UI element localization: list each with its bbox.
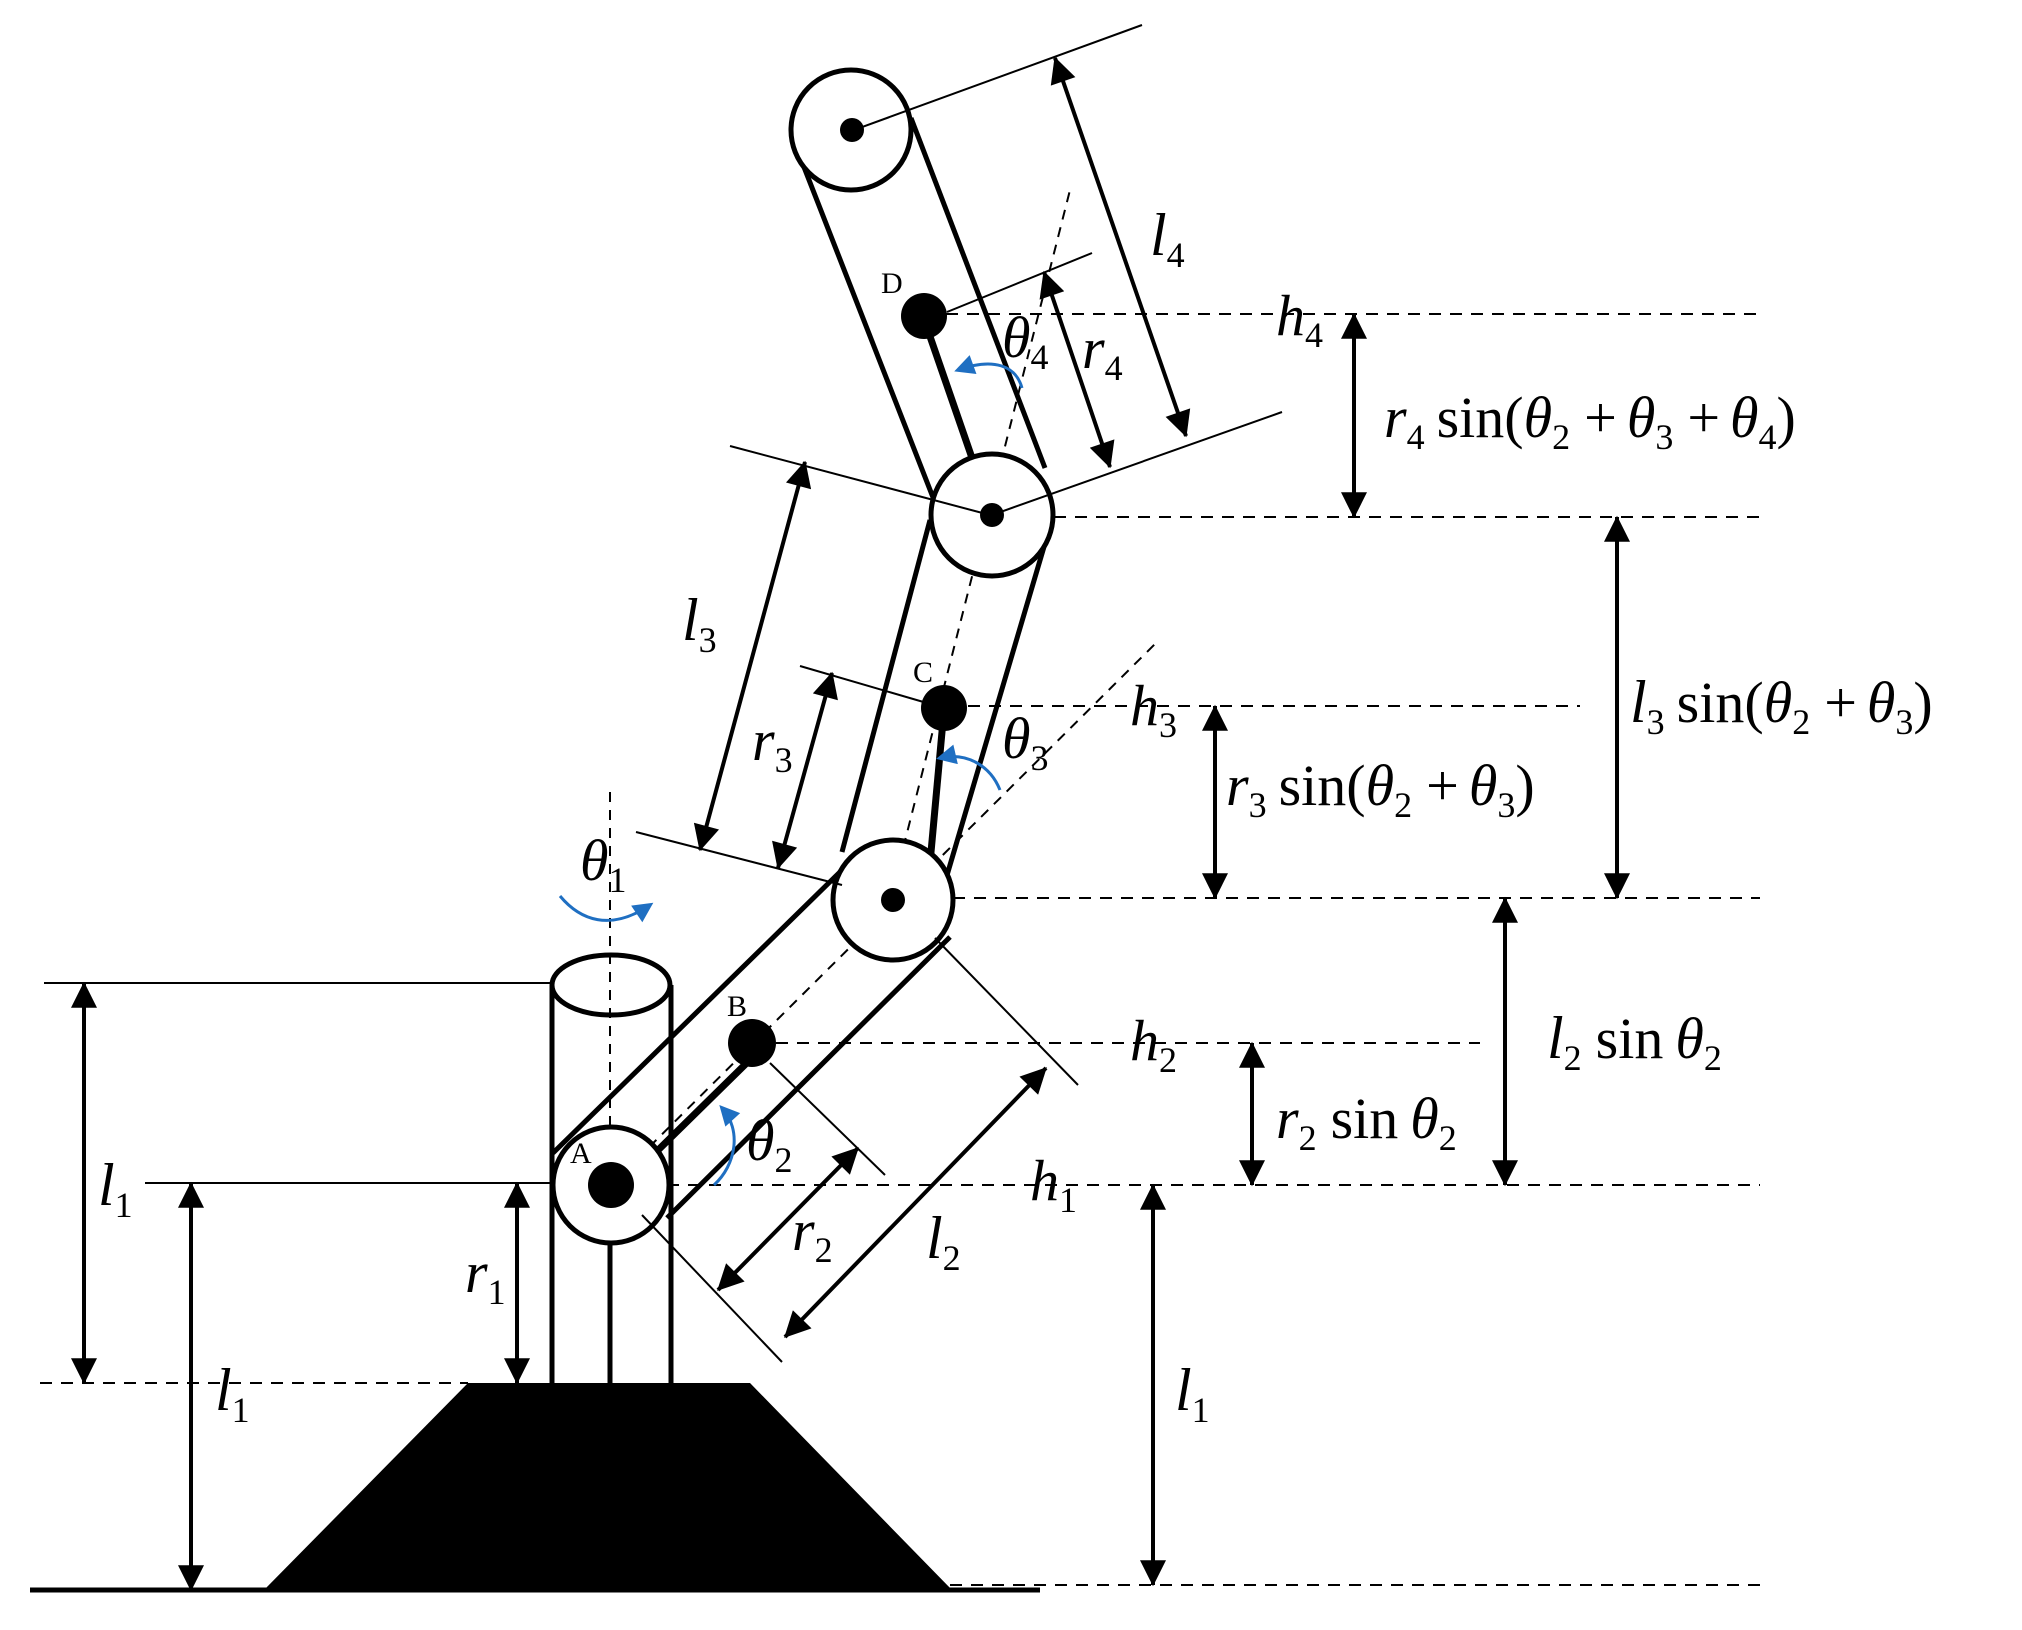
- point-b-dot: [728, 1019, 776, 1067]
- mass-points: [728, 293, 967, 1067]
- theta4-rotation-arrow: [954, 355, 1024, 389]
- arrow-l2: [783, 1066, 1048, 1339]
- label-theta3: θ3: [1002, 706, 1049, 778]
- theta1-rotation-arrow: [558, 895, 654, 923]
- label-l2: l2: [926, 1205, 961, 1278]
- label-h1: h1: [1030, 1148, 1077, 1220]
- theta2-rotation-arrow: [712, 1105, 741, 1187]
- point-d-dot: [901, 293, 947, 339]
- label-r3: r3: [752, 708, 793, 780]
- label-h3: h3: [1130, 673, 1177, 745]
- label-r4: r4: [1082, 316, 1123, 388]
- theta3-rotation-arrow: [936, 744, 1002, 791]
- label-theta4: θ4: [1002, 305, 1049, 377]
- label-l3: l3: [682, 587, 717, 660]
- joint-centres: [588, 118, 1004, 1208]
- ground-and-base: [30, 1382, 1760, 1593]
- point-b-label: B: [727, 990, 747, 1023]
- arrow-l4: [1050, 56, 1191, 438]
- rotation-arrows: [558, 355, 1024, 1187]
- label-h2: h2: [1130, 1008, 1177, 1080]
- link-3: [830, 189, 1071, 963]
- label-r2: r2: [792, 1198, 833, 1270]
- arrow-l3: [693, 460, 812, 852]
- label-h4: h4: [1276, 283, 1323, 355]
- label-l1-right: l1: [1175, 1357, 1210, 1430]
- label-l1-inner: l1: [215, 1357, 250, 1430]
- label-r1: r1: [465, 1240, 506, 1312]
- point-a-label: A: [570, 1137, 592, 1170]
- symbol-labels: l1 l1 r1 l1 h1 r2 l2 θ2 h2 θ1 r3 l3 θ3 h…: [98, 202, 1323, 1430]
- base-trapezoid: [264, 1383, 952, 1590]
- label-theta1: θ1: [580, 828, 627, 900]
- extension-lines: [635, 24, 1283, 1363]
- label-l4: l4: [1150, 202, 1185, 275]
- point-c-label: C: [913, 656, 933, 689]
- dimension-arrows: [71, 56, 1630, 1592]
- point-d-label: D: [881, 267, 903, 300]
- label-theta2: θ2: [746, 1108, 793, 1180]
- label-l1-left: l1: [98, 1152, 133, 1225]
- point-labels: A B C D: [570, 267, 933, 1170]
